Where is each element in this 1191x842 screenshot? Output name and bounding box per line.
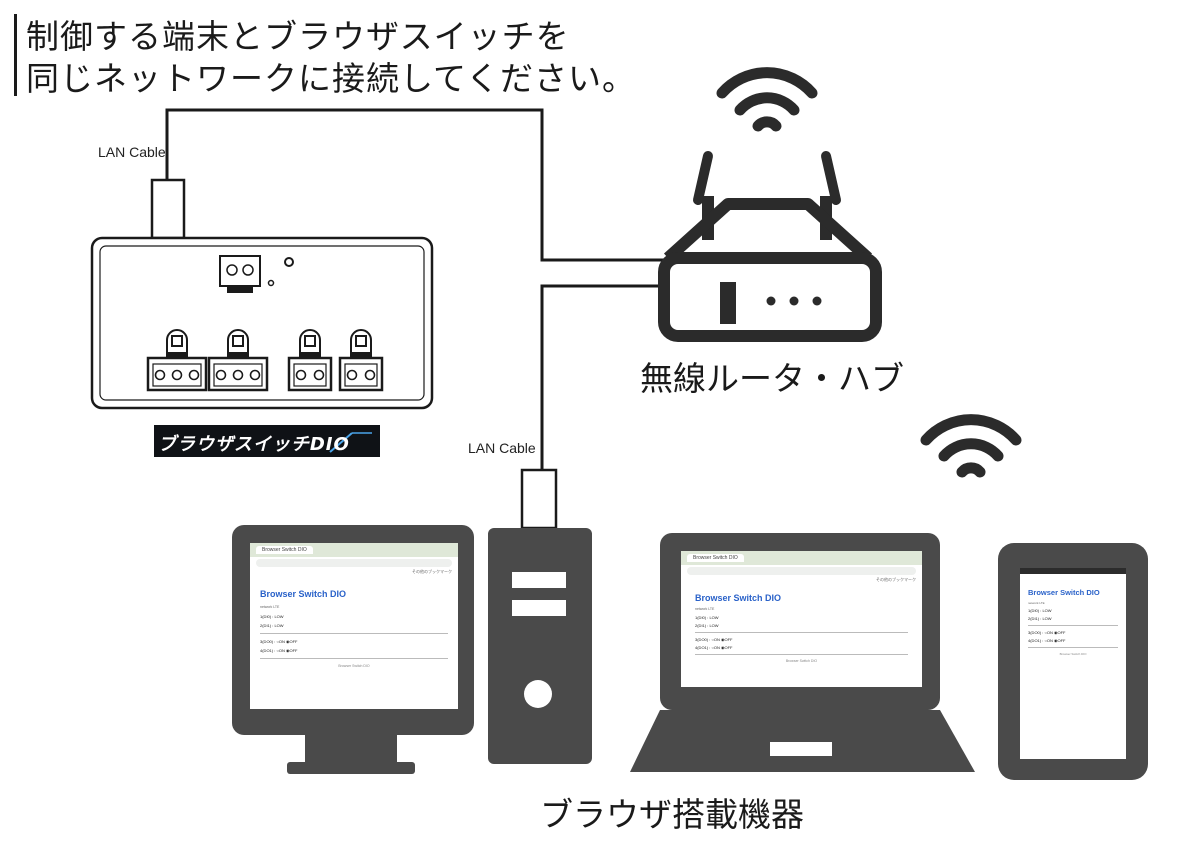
divider bbox=[695, 632, 908, 633]
output-1-on-radio[interactable]: ON bbox=[1046, 630, 1053, 635]
output-2-row: 4(DO1) : ○ON ◉OFF bbox=[695, 645, 733, 650]
tablet-screen: Browser Switch DIO network LTE 1(DI0) : … bbox=[1020, 568, 1126, 759]
divider bbox=[1028, 625, 1118, 626]
browser-tab-bar: Browser Switch DIO bbox=[681, 551, 922, 565]
output-1-on-radio[interactable]: ON bbox=[713, 637, 720, 642]
input-1-status: 1(DI0) : LOW bbox=[1028, 608, 1052, 613]
address-bar[interactable] bbox=[687, 567, 916, 575]
output-2-row: 4(DO1) : ○ON ◉OFF bbox=[1028, 638, 1066, 643]
app-subtitle: network LTE bbox=[695, 607, 715, 611]
terminal-block-icon bbox=[287, 329, 333, 392]
input-1-status: 1(DI0) : LOW bbox=[260, 614, 284, 619]
output-2-label: 4(DO1) : bbox=[260, 648, 276, 653]
output-2-off-radio[interactable]: OFF bbox=[724, 645, 733, 650]
terminal-blocks bbox=[146, 329, 384, 392]
output-2-off-radio[interactable]: OFF bbox=[1057, 638, 1066, 643]
input-2-status: 2(DI1) : LOW bbox=[1028, 616, 1052, 621]
laptop-screen: Browser Switch DIO その他のブックマーク Browser Sw… bbox=[681, 551, 922, 687]
output-1-off-radio[interactable]: OFF bbox=[289, 639, 298, 644]
header-line-1: 制御する端末とブラウザスイッチを bbox=[26, 17, 570, 56]
output-2-on-radio[interactable]: ON bbox=[1046, 638, 1053, 643]
output-1-label: 3(DO0) : bbox=[695, 637, 711, 642]
app-footer: Browser Switch DIO bbox=[338, 664, 370, 668]
cable-bottom bbox=[540, 284, 690, 470]
output-1-row: 3(DO0) : ○ON ◉OFF bbox=[695, 637, 733, 642]
brand-plate bbox=[154, 425, 380, 457]
app-title: Browser Switch DIO bbox=[260, 589, 347, 599]
cable-lines bbox=[165, 108, 690, 470]
output-2-label: 4(DO1) : bbox=[1028, 638, 1044, 643]
router-label: 無線ルータ・ハブ bbox=[640, 359, 904, 398]
divider bbox=[260, 658, 448, 659]
desktop-tower-icon bbox=[488, 528, 592, 764]
monitor-screen: Browser Switch DIO その他のブックマーク Browser Sw… bbox=[250, 543, 458, 709]
browser-tab[interactable]: Browser Switch DIO bbox=[256, 546, 313, 554]
divider bbox=[260, 633, 448, 634]
divider bbox=[1028, 647, 1118, 648]
terminal-block-icon bbox=[207, 329, 269, 392]
devices-label: ブラウザ搭載機器 bbox=[540, 795, 804, 834]
wifi-icon-lower bbox=[920, 414, 1022, 478]
app-subtitle: network LTE bbox=[260, 605, 280, 609]
output-1-label: 3(DO0) : bbox=[1028, 630, 1044, 635]
lan-cable-label-top: LAN Cable bbox=[98, 144, 166, 160]
app-title: Browser Switch DIO bbox=[1028, 588, 1100, 597]
wifi-icon bbox=[716, 67, 818, 132]
lan-cable-label-bottom: LAN Cable bbox=[468, 440, 536, 456]
bookmark-bar: その他のブックマーク bbox=[876, 577, 916, 582]
lan-plug-top bbox=[150, 178, 186, 240]
brand-logo-text: ブラウザスイッチDIO bbox=[158, 434, 350, 455]
header-accent-bar bbox=[14, 14, 17, 96]
browser-tab[interactable]: Browser Switch DIO bbox=[687, 554, 744, 562]
indicator-dot bbox=[267, 279, 275, 287]
app-footer: Browser Switch DIO bbox=[1059, 652, 1087, 656]
output-2-on-radio[interactable]: ON bbox=[713, 645, 720, 650]
input-2-status: 2(DI1) : LOW bbox=[260, 623, 284, 628]
cable-top bbox=[165, 108, 690, 262]
indicator-led bbox=[284, 257, 294, 267]
address-bar[interactable] bbox=[256, 559, 452, 567]
browser-tab-bar: Browser Switch DIO bbox=[250, 543, 458, 557]
output-1-on-radio[interactable]: ON bbox=[278, 639, 285, 644]
power-terminal-icon bbox=[219, 255, 261, 293]
app-footer: Browser Switch DIO bbox=[785, 659, 818, 663]
router-icon bbox=[658, 151, 882, 342]
app-title: Browser Switch DIO bbox=[695, 593, 782, 603]
header-line-2: 同じネットワークに接続してください。 bbox=[26, 59, 637, 98]
app-subtitle: network LTE bbox=[1028, 601, 1045, 605]
output-2-on-radio[interactable]: ON bbox=[278, 648, 285, 653]
input-2-status: 2(DI1) : LOW bbox=[695, 623, 719, 628]
terminal-block-icon bbox=[338, 329, 384, 392]
output-2-label: 4(DO1) : bbox=[695, 645, 711, 650]
lan-plug-bottom bbox=[520, 468, 558, 530]
output-2-off-radio[interactable]: OFF bbox=[289, 648, 298, 653]
output-1-label: 3(DO0) : bbox=[260, 639, 276, 644]
bookmark-bar: その他のブックマーク bbox=[412, 569, 452, 574]
terminal-block-icon bbox=[146, 329, 208, 392]
input-1-status: 1(DI0) : LOW bbox=[695, 615, 719, 620]
output-1-off-radio[interactable]: OFF bbox=[1057, 630, 1066, 635]
output-1-row: 3(DO0) : ○ON ◉OFF bbox=[1028, 630, 1066, 635]
output-1-off-radio[interactable]: OFF bbox=[724, 637, 733, 642]
tablet-status-bar bbox=[1020, 568, 1126, 574]
output-2-row: 4(DO1) : ○ON ◉OFF bbox=[260, 648, 298, 653]
output-1-row: 3(DO0) : ○ON ◉OFF bbox=[260, 639, 298, 644]
divider bbox=[695, 654, 908, 655]
